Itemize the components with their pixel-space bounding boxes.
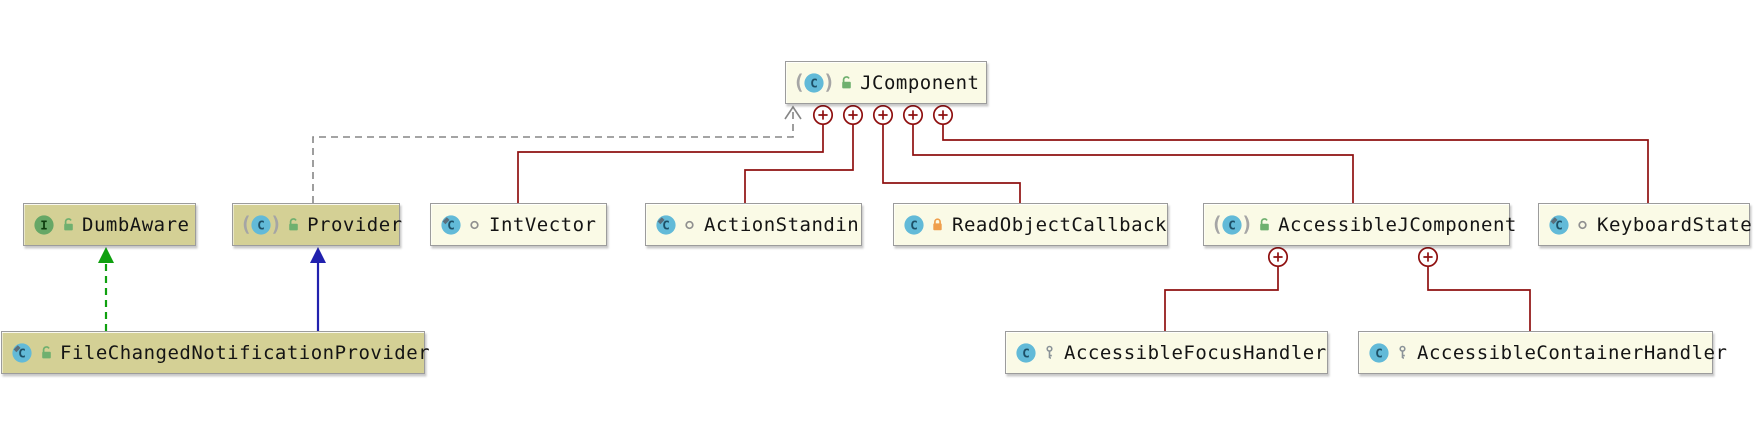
public-visibility-lock-icon	[1256, 217, 1271, 232]
expand-inner-class-plus-icon[interactable]	[1267, 246, 1289, 268]
class-icon: C	[440, 214, 462, 236]
package-local-visibility-icon	[1575, 217, 1590, 232]
protected-visibility-key-icon	[1395, 345, 1410, 360]
package-local-visibility-icon	[682, 217, 697, 232]
class-node-intvector[interactable]: C IntVector	[430, 203, 607, 246]
svg-text:C: C	[662, 217, 670, 232]
public-visibility-lock-icon	[60, 217, 75, 232]
edge-jcomponent-inner-readobjectcallback	[882, 124, 1021, 203]
edge-accessiblejcomponent-inner-accessiblefocushandler	[1164, 266, 1279, 331]
expand-inner-class-plus-icon[interactable]	[1417, 246, 1439, 268]
svg-text:C: C	[18, 345, 26, 360]
class-node-dumbaware[interactable]: I DumbAware	[23, 203, 196, 246]
abstract-class-icon: ( C)	[793, 69, 836, 94]
class-node-label: KeyboardState	[1597, 213, 1753, 236]
abstract-paren-left: (	[793, 69, 806, 94]
edge-jcomponent-inner-intvector	[517, 124, 824, 203]
class-node-label: ActionStandin	[704, 213, 860, 236]
expand-inner-class-plus-icon[interactable]	[932, 104, 954, 126]
class-node-label: AccessibleFocusHandler	[1064, 341, 1327, 364]
class-icon: C	[1015, 342, 1037, 364]
edge-jcomponent-inner-keyboardstate	[942, 124, 1649, 203]
class-node-label: AccessibleJComponent	[1278, 213, 1517, 236]
class-node-keyboardstate[interactable]: C KeyboardState	[1538, 203, 1752, 246]
class-icon: C	[1368, 342, 1390, 364]
expand-inner-class-plus-icon[interactable]	[872, 104, 894, 126]
expand-inner-class-plus-icon[interactable]	[902, 104, 924, 126]
class-node-accessiblejcomponent[interactable]: ( C) AccessibleJComponent	[1203, 203, 1516, 246]
abstract-paren-right: )	[823, 69, 836, 94]
class-node-provider[interactable]: ( C) Provider	[232, 203, 402, 246]
abstract-class-icon: ( C)	[1211, 211, 1254, 236]
class-icon: C	[11, 342, 33, 364]
expand-inner-class-plus-icon[interactable]	[842, 104, 864, 126]
edge-provider-realizes-jcomponent	[312, 109, 794, 203]
interface-icon: I	[33, 214, 55, 236]
class-icon: C	[655, 214, 677, 236]
realization-arrowhead-icon	[784, 105, 802, 120]
edge-jcomponent-inner-actionstandin	[744, 124, 854, 203]
svg-text:C: C	[1228, 217, 1236, 232]
public-visibility-lock-icon	[838, 75, 853, 90]
class-node-jcomponent[interactable]: ( C) JComponent	[785, 61, 987, 104]
class-node-accessiblefocushandler[interactable]: C AccessibleFocusHandler	[1005, 331, 1328, 374]
svg-text:C: C	[810, 75, 818, 90]
svg-text:C: C	[257, 217, 265, 232]
abstract-paren-left: (	[1211, 211, 1224, 236]
svg-text:C: C	[1555, 217, 1563, 232]
inheritance-arrowhead-icon	[310, 247, 326, 263]
protected-visibility-key-icon	[1042, 345, 1057, 360]
class-node-label: ReadObjectCallback	[952, 213, 1167, 236]
class-node-accessiblecontainerhandler[interactable]: C AccessibleContainerHandler	[1358, 331, 1727, 374]
svg-text:C: C	[910, 217, 918, 232]
class-node-label: FileChangedNotificationProvider	[60, 341, 431, 364]
inheritance-arrowhead-icon	[98, 247, 114, 263]
class-icon: C	[903, 214, 925, 236]
class-node-readobjectcallback[interactable]: C ReadObjectCallback	[893, 203, 1168, 246]
abstract-paren-left: (	[240, 211, 253, 236]
edge-jcomponent-inner-accessiblejcomponent	[912, 124, 1354, 203]
svg-text:I: I	[40, 217, 48, 232]
public-visibility-lock-icon	[38, 345, 53, 360]
class-node-label: IntVector	[489, 213, 597, 236]
class-node-label: DumbAware	[82, 213, 190, 236]
svg-text:C: C	[1375, 345, 1383, 360]
abstract-paren-right: )	[1241, 211, 1254, 236]
expand-inner-class-plus-icon[interactable]	[812, 104, 834, 126]
class-node-actionstandin[interactable]: C ActionStandin	[645, 203, 862, 246]
class-icon: C	[1548, 214, 1570, 236]
class-node-label: Provider	[307, 213, 403, 236]
package-local-visibility-icon	[467, 217, 482, 232]
svg-text:C: C	[1022, 345, 1030, 360]
public-visibility-lock-icon	[285, 217, 300, 232]
abstract-paren-right: )	[270, 211, 283, 236]
class-node-label: JComponent	[860, 71, 980, 94]
class-node-filechangednotificationprovider[interactable]: C FileChangedNotificationProvider	[1, 331, 430, 374]
private-visibility-lock-icon	[930, 217, 945, 232]
svg-text:C: C	[447, 217, 455, 232]
class-node-label: AccessibleContainerHandler	[1417, 341, 1728, 364]
abstract-class-icon: ( C)	[240, 211, 283, 236]
edge-accessiblejcomponent-inner-accessiblecontainerhandler	[1427, 266, 1531, 331]
